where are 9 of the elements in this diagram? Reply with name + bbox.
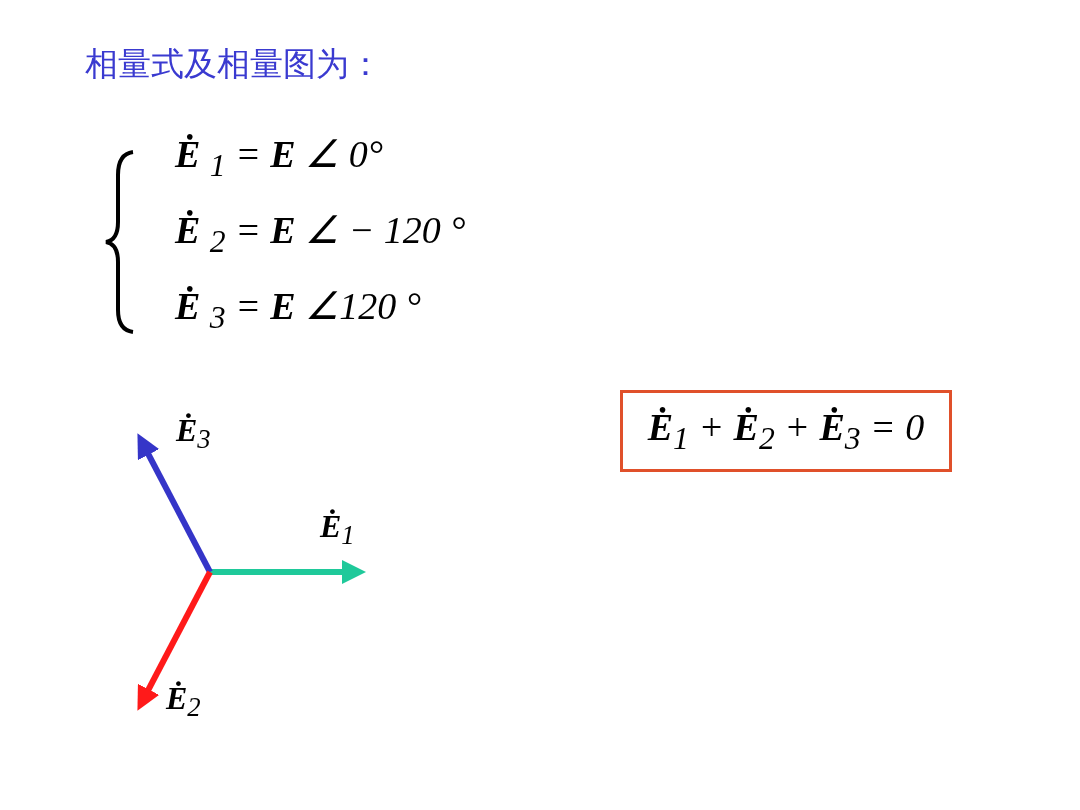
slide-title: 相量式及相量图为：	[85, 43, 382, 85]
equation: Ė $_{1}$ = E ∠ 0°	[175, 132, 383, 184]
formula-box	[620, 390, 952, 472]
equation: Ė $_{2}$ = E ∠ − 120 °	[175, 208, 466, 260]
equation: Ė $_{3}$ = E ∠120 °	[175, 284, 421, 336]
phasor-label: Ė$_{2}$	[166, 680, 201, 724]
equation: Ė$_{1}$ + Ė$_{2}$ + Ė$_{3}$ = 0	[647, 405, 925, 457]
phasor-label: Ė$_{3}$	[176, 412, 211, 456]
phasor-label: Ė$_{1}$	[320, 508, 355, 552]
